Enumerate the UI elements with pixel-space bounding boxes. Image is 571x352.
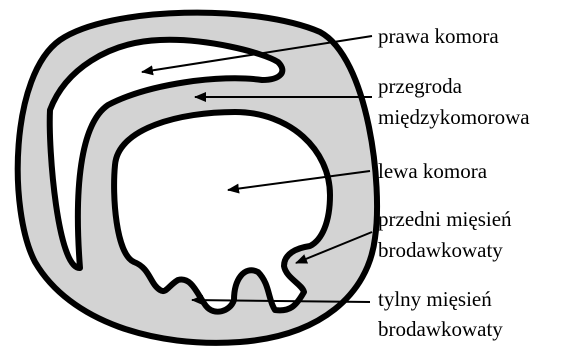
left-ventricle-label: lewa komora bbox=[378, 159, 488, 183]
septum-label-line2: międzykomorowa bbox=[378, 105, 530, 129]
posterior-papillary-label-line2: brodawkowaty bbox=[378, 317, 503, 341]
right-ventricle-label: prawa komora bbox=[378, 24, 499, 48]
posterior-papillary-label-line1: tylny mięsień bbox=[378, 287, 492, 311]
anterior-papillary-label-line2: brodawkowaty bbox=[378, 238, 503, 262]
septum-label-line1: przegroda bbox=[378, 74, 463, 98]
anterior-papillary-label-line1: przedni mięsień bbox=[378, 207, 512, 231]
